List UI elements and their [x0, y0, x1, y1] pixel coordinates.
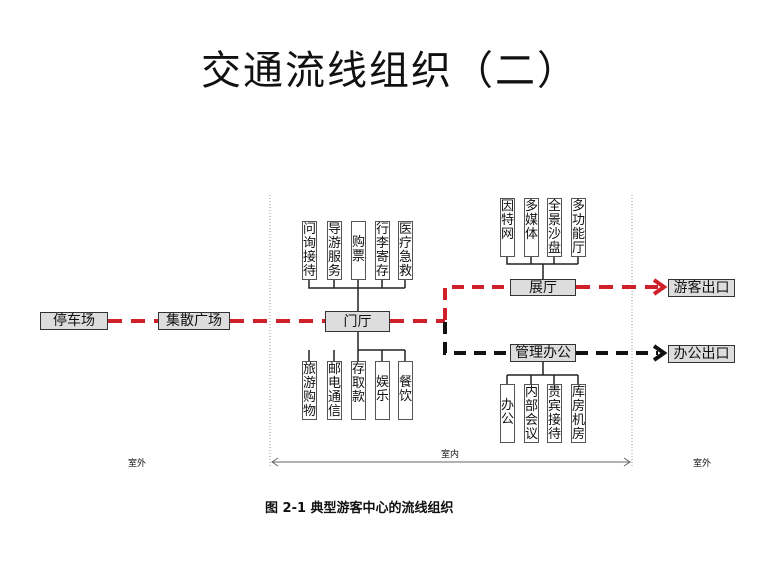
lobby-facility-0: 旅游购物	[302, 361, 317, 420]
visitor-exit-arrow	[652, 278, 668, 296]
node-parking: 停车场	[40, 312, 108, 330]
zone-label-outdoor-left: 室外	[128, 459, 147, 469]
office-flow-line	[443, 322, 658, 355]
lobby-service-4: 医疗急救	[398, 221, 413, 280]
exhibition-item-1: 多媒体	[524, 198, 539, 257]
office-item-0: 办公	[500, 384, 515, 443]
tree-connectors	[308, 257, 579, 384]
lobby-facility-1: 邮电通信	[327, 361, 342, 420]
lobby-facility-4: 餐饮	[398, 361, 413, 420]
office-item-2: 贵宾接待	[547, 384, 562, 443]
exhibition-item-2: 全景沙盘	[547, 198, 562, 257]
node-office: 管理办公	[510, 344, 576, 362]
lobby-facility-2: 存取款	[351, 361, 366, 420]
lobby-facility-3: 娱乐	[375, 361, 390, 420]
slide-title: 交通流线组织（二）	[201, 48, 579, 94]
node-visitor-exit: 游客出口	[668, 279, 735, 297]
node-exhibition: 展厅	[510, 279, 576, 296]
lobby-service-1: 导游服务	[327, 221, 342, 280]
node-plaza: 集散广场	[158, 312, 230, 330]
zone-label-indoor: 室内	[441, 450, 460, 460]
figure-caption: 图 2-1 典型游客中心的流线组织	[265, 501, 454, 516]
indoor-span-arrowheads	[271, 457, 631, 467]
visitor-flow-line	[108, 285, 658, 323]
office-exit-arrow	[652, 344, 668, 362]
node-office-exit: 办公出口	[668, 345, 735, 363]
lobby-service-2: 购票	[351, 221, 366, 280]
zone-label-outdoor-right: 室外	[693, 459, 712, 469]
office-item-1: 内部会议	[524, 384, 539, 443]
exhibition-item-3: 多功能厅	[571, 198, 586, 257]
office-item-3: 库房机房	[571, 384, 586, 443]
node-lobby: 门厅	[325, 311, 390, 332]
exhibition-item-0: 因特网	[500, 198, 515, 257]
lobby-service-0: 问询接待	[302, 221, 317, 280]
lobby-service-3: 行李寄存	[375, 221, 390, 280]
